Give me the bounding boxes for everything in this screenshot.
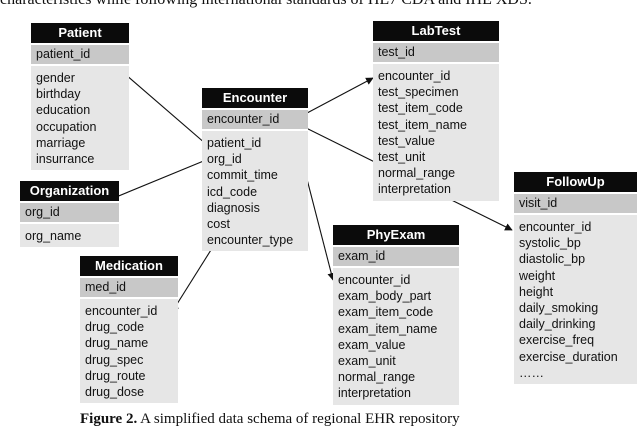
field-list: encounter_id test_specimen test_item_cod…: [373, 62, 499, 201]
field: exam_item_name: [338, 321, 438, 336]
field: test_specimen: [378, 85, 459, 100]
entity-organization: Organization org_id org_name: [20, 181, 119, 248]
field: drug_name: [85, 336, 149, 351]
primary-key-field: org_id: [20, 201, 119, 222]
field: exam_unit: [338, 354, 396, 369]
field: encounter_id: [378, 69, 451, 83]
field: diastolic_bp: [519, 252, 586, 267]
field-list: encounter_id drug_code drug_name drug_sp…: [80, 297, 178, 404]
field: encounter_id: [85, 304, 158, 318]
field-list: org_name: [20, 222, 119, 248]
field-list: encounter_id exam_body_part exam_item_co…: [333, 266, 459, 405]
entity-encounter: Encounter encounter_id patient_id org_id…: [202, 88, 308, 252]
figure-label: Figure 2.: [80, 411, 138, 427]
field: encounter_id: [338, 273, 411, 287]
figure-caption-text: A simplified data schema of regional EHR…: [137, 411, 460, 427]
entity-medication: Medication med_id encounter_id drug_code…: [80, 256, 178, 404]
entity-phyexam: PhyExam exam_id encounter_id exam_body_p…: [333, 225, 459, 405]
entity-title: PhyExam: [333, 225, 459, 245]
field: systolic_bp: [519, 236, 581, 251]
field: drug_dose: [85, 385, 145, 400]
entity-title: Organization: [20, 181, 119, 201]
field: patient_id: [207, 136, 262, 150]
field: gender: [36, 71, 75, 85]
field: interpretation: [338, 386, 411, 401]
field: drug_code: [85, 320, 145, 335]
field: diagnosis: [207, 200, 260, 215]
field: cost: [207, 217, 230, 232]
field: org_name: [25, 229, 82, 243]
field: drug_route: [85, 368, 146, 383]
field: test_value: [378, 133, 435, 148]
field: exam_body_part: [338, 289, 432, 304]
field: exam_value: [338, 337, 406, 352]
field: marriage: [36, 135, 86, 150]
field: normal_range: [378, 166, 456, 181]
field: exercise_freq: [519, 333, 595, 348]
field: icd_code: [207, 184, 258, 199]
field: daily_drinking: [519, 317, 596, 332]
field: ……: [519, 365, 544, 380]
primary-key-field: encounter_id: [202, 108, 308, 129]
field: height: [519, 284, 554, 299]
primary-key-field: med_id: [80, 276, 178, 297]
field-list: patient_id org_id commit_time icd_code d…: [202, 129, 308, 252]
primary-key-field: exam_id: [333, 245, 459, 266]
field-list: encounter_id systolic_bp diastolic_bp we…: [514, 213, 637, 385]
field: test_item_name: [378, 117, 467, 132]
field: weight: [519, 268, 556, 283]
primary-key-field: patient_id: [31, 43, 129, 64]
field: education: [36, 103, 91, 118]
field: daily_smoking: [519, 301, 599, 316]
entity-patient: Patient patient_id gender birthday educa…: [31, 23, 129, 171]
field: exam_item_code: [338, 305, 434, 320]
entity-title: LabTest: [373, 21, 499, 41]
entity-title: FollowUp: [514, 172, 637, 192]
entity-followup: FollowUp visit_id encounter_id systolic_…: [514, 172, 637, 385]
field: org_id: [207, 152, 242, 167]
field: encounter_type: [207, 233, 294, 248]
field: encounter_id: [519, 220, 592, 234]
entity-title: Medication: [80, 256, 178, 276]
figure-caption: Figure 2. A simplified data schema of re…: [80, 411, 460, 428]
field: exercise_duration: [519, 349, 618, 364]
primary-key-field: visit_id: [514, 192, 637, 213]
field: insurrance: [36, 152, 95, 167]
entity-title: Encounter: [202, 88, 308, 108]
entity-title: Patient: [31, 23, 129, 43]
field: interpretation: [378, 182, 451, 197]
field: occupation: [36, 119, 97, 134]
primary-key-field: test_id: [373, 41, 499, 62]
field-list: gender birthday education occupation mar…: [31, 64, 129, 171]
field: drug_spec: [85, 352, 144, 367]
field: birthday: [36, 87, 81, 102]
field: test_item_code: [378, 101, 463, 116]
field: commit_time: [207, 168, 278, 183]
field: normal_range: [338, 370, 416, 385]
entity-labtest: LabTest test_id encounter_id test_specim…: [373, 21, 499, 201]
top-caption-text: characteristics while following internat…: [0, 0, 640, 9]
field: test_unit: [378, 150, 426, 165]
